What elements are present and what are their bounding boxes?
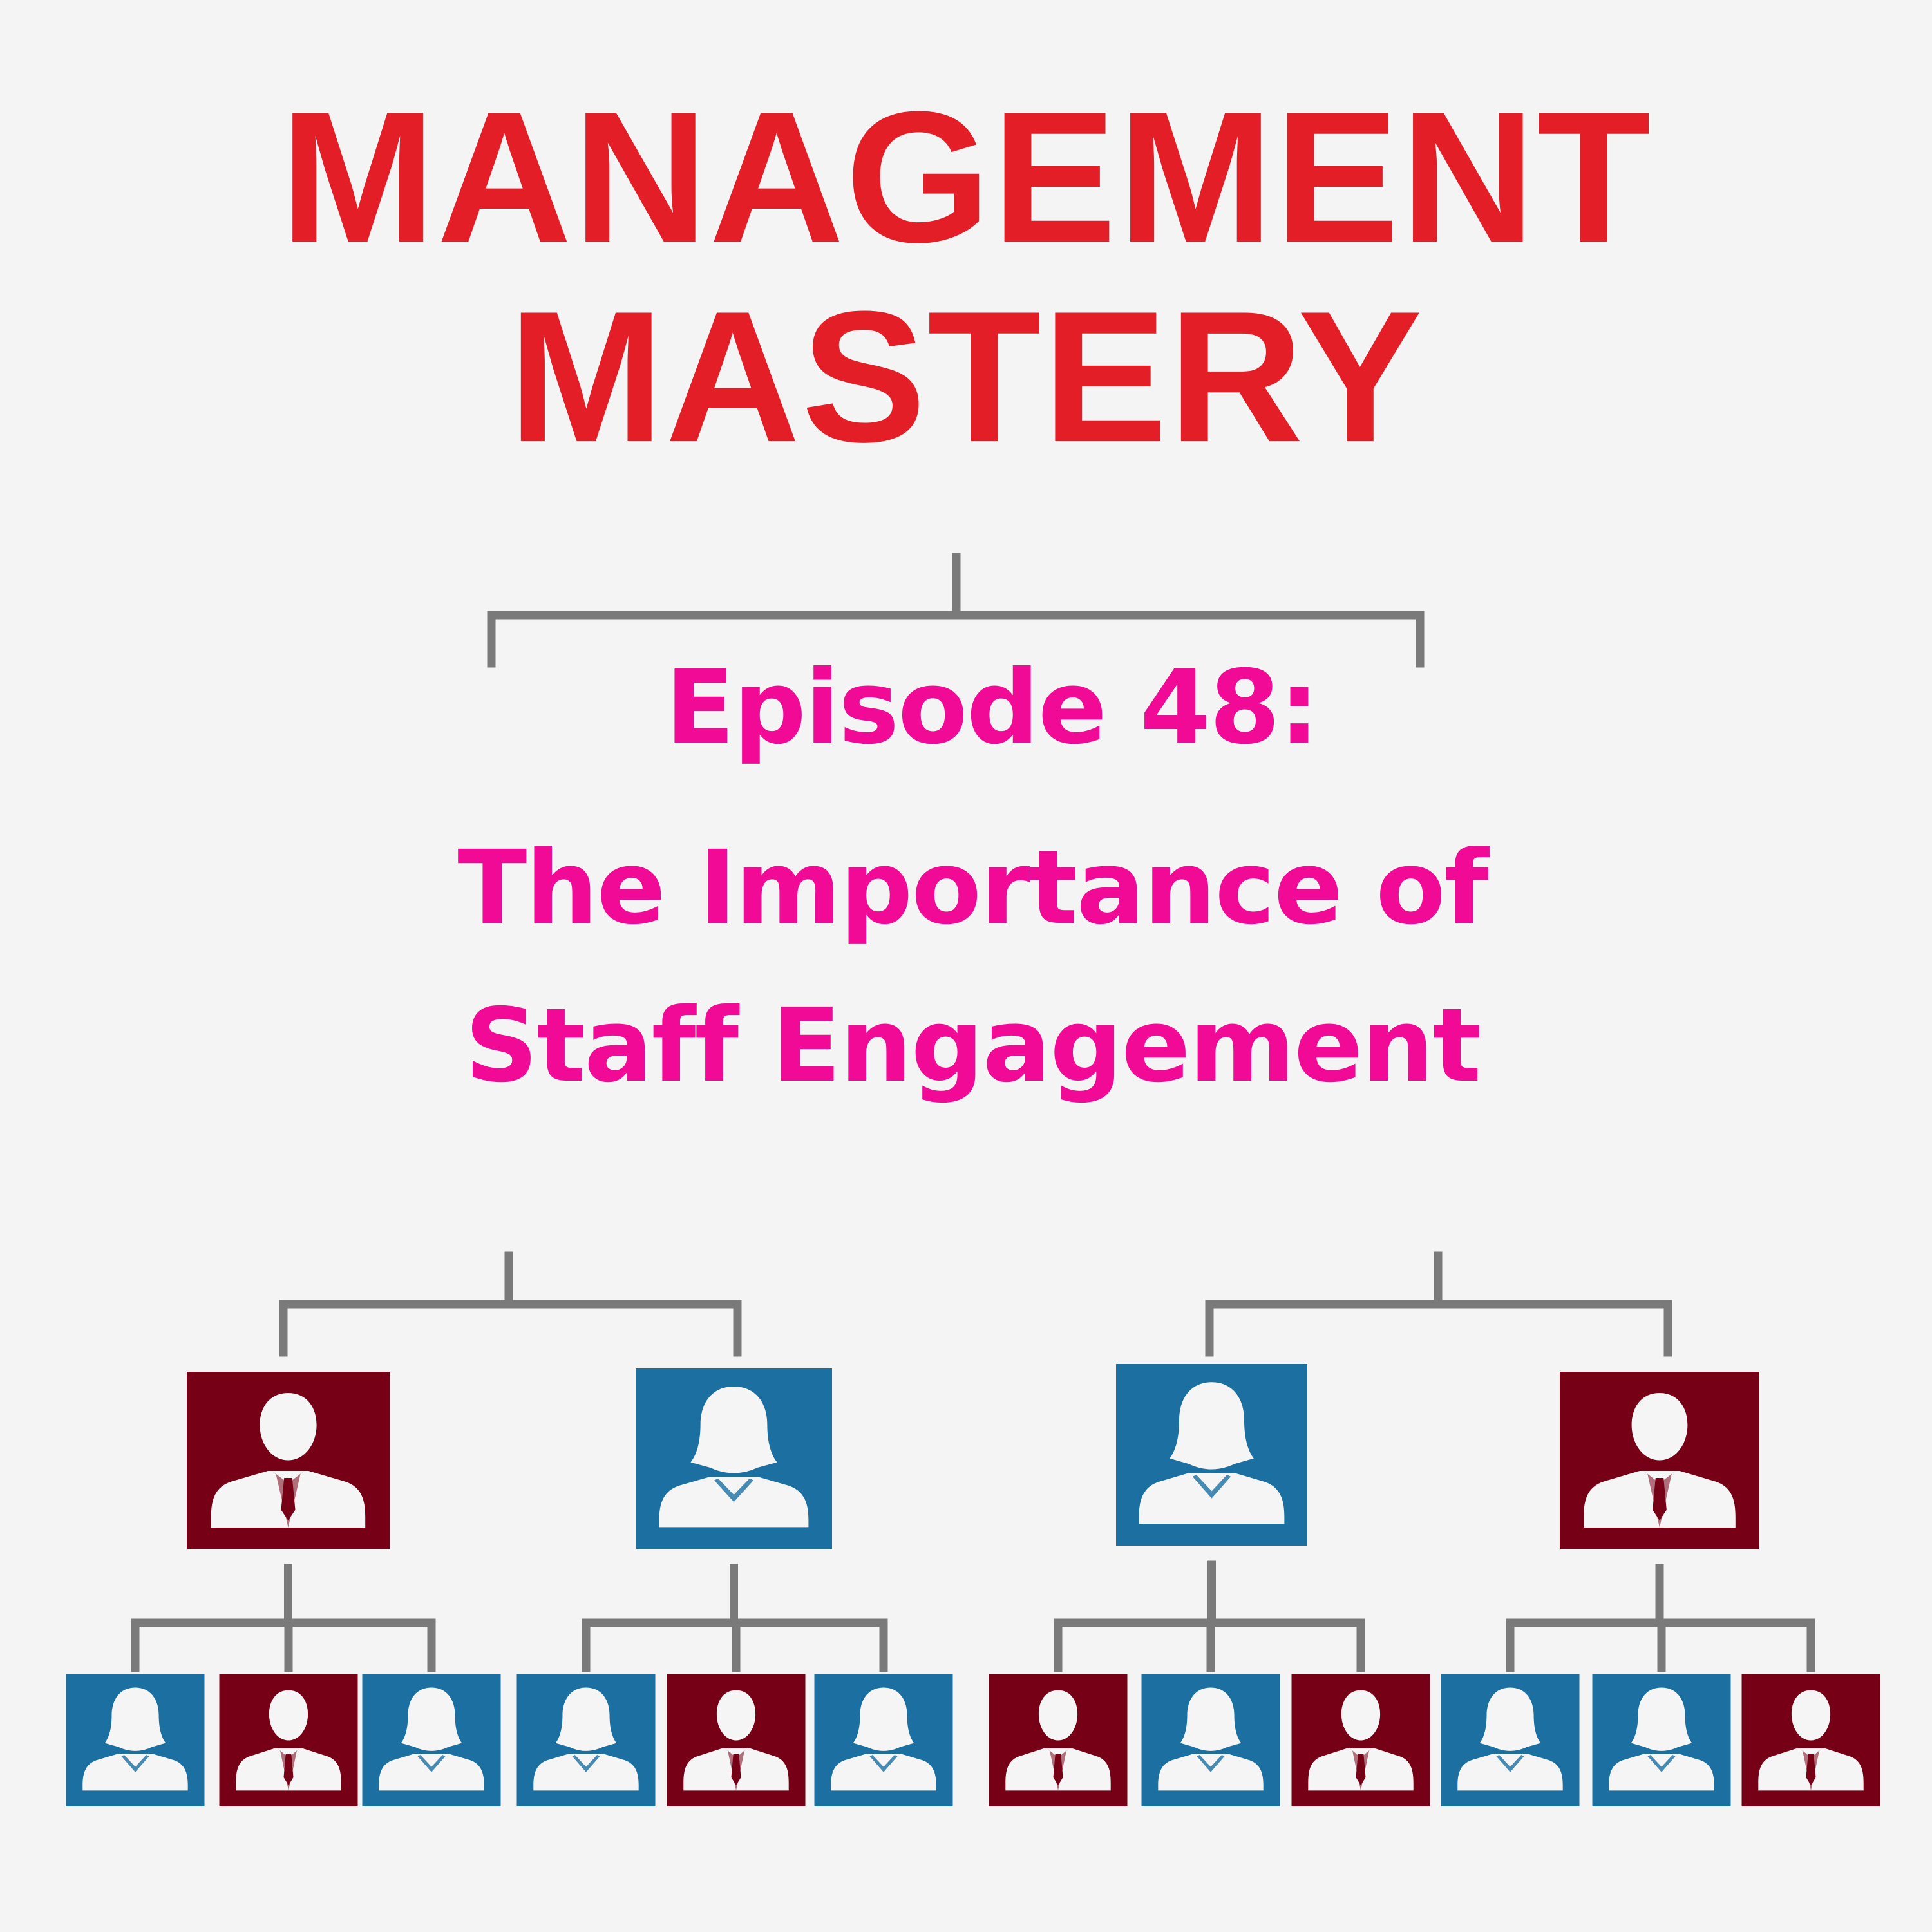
manager-3-report-1: [989, 1674, 1128, 1806]
manager-4: [1560, 1372, 1759, 1549]
businesswoman-icon: [379, 1687, 484, 1791]
businesswoman-icon: [659, 1387, 809, 1528]
businessman-icon: [1584, 1393, 1736, 1528]
manager-1-report-2-tile: [219, 1674, 358, 1806]
manager-3-report-1-tile: [989, 1674, 1128, 1806]
manager-1-report-2: [219, 1674, 358, 1806]
manager-1: [187, 1372, 390, 1549]
episode-title-line-2: Staff Engagement: [464, 987, 1482, 1105]
episode-title-line-1: The Importance of: [457, 829, 1488, 947]
businesswoman-icon: [1609, 1687, 1714, 1791]
episode-number-label: Episode 48:: [665, 649, 1320, 767]
manager-1-tile: [187, 1372, 390, 1549]
manager-2-report-2-tile: [667, 1674, 806, 1806]
manager-1-report-1: [66, 1674, 205, 1806]
businesswoman-icon: [1158, 1687, 1264, 1791]
businesswoman-icon: [82, 1687, 188, 1791]
manager-3-report-2: [1141, 1674, 1280, 1806]
manager-3-report-3: [1291, 1674, 1430, 1806]
manager-3-report-3-tile: [1291, 1674, 1430, 1806]
manager-2: [636, 1368, 832, 1549]
manager-1-report-3: [362, 1674, 501, 1806]
businesswoman-icon: [1139, 1382, 1285, 1524]
manager-1-report-1-tile: [66, 1674, 205, 1806]
podcast-title-line-2: MASTERY: [508, 272, 1424, 481]
businessman-icon: [236, 1690, 341, 1791]
businessman-icon: [211, 1393, 366, 1528]
businessman-icon: [1758, 1690, 1864, 1791]
manager-2-report-3: [814, 1674, 953, 1806]
manager-4-tile: [1560, 1372, 1759, 1549]
businessman-icon: [1005, 1690, 1111, 1791]
manager-3: [1116, 1364, 1307, 1546]
manager-2-report-1: [516, 1674, 656, 1806]
podcast-title-line-1: MANAGEMENT: [279, 73, 1653, 281]
businessman-icon: [683, 1690, 789, 1791]
manager-1-report-3-tile: [362, 1674, 501, 1806]
manager-2-report-3-tile: [814, 1674, 953, 1806]
businesswoman-icon: [533, 1687, 639, 1791]
manager-4-report-1: [1441, 1674, 1580, 1806]
manager-2-report-1-tile: [516, 1674, 656, 1806]
manager-3-report-2-tile: [1141, 1674, 1280, 1806]
org-chart-tiles: [66, 1364, 1880, 1806]
businesswoman-icon: [1457, 1687, 1563, 1791]
manager-3-tile: [1116, 1364, 1307, 1546]
manager-4-report-2: [1592, 1674, 1731, 1806]
manager-2-tile: [636, 1368, 832, 1549]
manager-4-report-3: [1741, 1674, 1880, 1806]
businesswoman-icon: [831, 1687, 936, 1791]
businessman-icon: [1308, 1690, 1414, 1791]
manager-2-report-2: [667, 1674, 806, 1806]
manager-4-report-2-tile: [1592, 1674, 1731, 1806]
manager-4-report-1-tile: [1441, 1674, 1580, 1806]
manager-4-report-3-tile: [1741, 1674, 1880, 1806]
